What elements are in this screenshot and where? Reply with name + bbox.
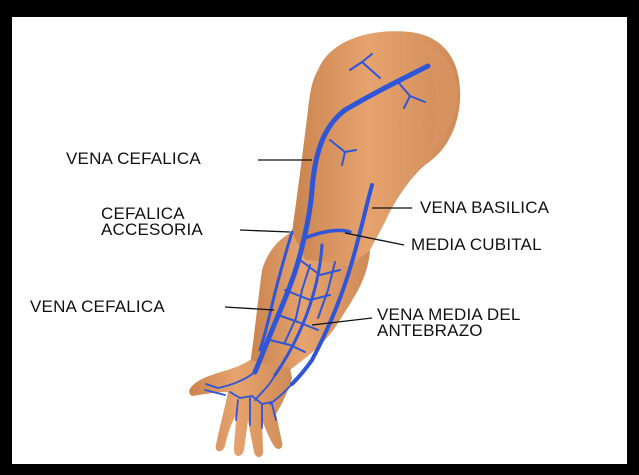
label-cefalica-accesoria-line2: ACCESORIA [101,221,203,238]
label-vena-media-line2: ANTEBRAZO [377,322,483,339]
label-media-cubital: MEDIA CUBITAL [411,236,542,253]
label-vena-basilica: VENA BASILICA [420,199,549,216]
label-vena-cefalica-upper: VENA CEFALICA [66,150,201,167]
label-vena-cefalica-lower: VENA CEFALICA [30,298,165,315]
